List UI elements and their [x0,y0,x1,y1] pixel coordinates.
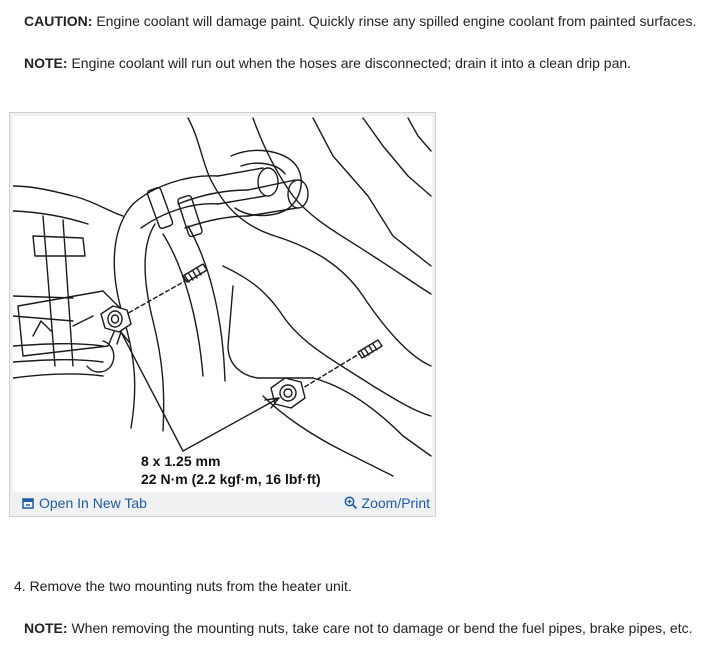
step-4-instruction: 4. Remove the two mounting nuts from the… [14,578,352,594]
open-in-new-tab-label: Open In New Tab [39,495,147,511]
figure-frame: 8 x 1.25 mm 22 N·m (2.2 kgf·m, 16 lbf·ft… [9,112,436,517]
note-text-2: When removing the mounting nuts, take ca… [67,620,693,636]
zoom-print-label: Zoom/Print [361,495,430,511]
zoom-in-icon [344,496,357,510]
note-label-2: NOTE: [24,620,68,636]
heater-hose-diagram [13,117,432,477]
zoom-print-link[interactable]: Zoom/Print [344,495,430,511]
figure-toolbar: Open In New Tab Zoom/Print [10,492,435,516]
note-label: NOTE: [24,55,68,71]
note-paragraph: NOTE: Engine coolant will run out when t… [24,54,631,72]
caution-label: CAUTION: [24,13,93,29]
fastener-size-label: 8 x 1.25 mm [141,453,221,469]
open-new-tab-icon [22,497,34,509]
note-paragraph-2: NOTE: When removing the mounting nuts, t… [24,619,693,637]
open-in-new-tab-link[interactable]: Open In New Tab [22,495,147,511]
caution-text: Engine coolant will damage paint. Quickl… [92,13,697,29]
figure-image[interactable]: 8 x 1.25 mm 22 N·m (2.2 kgf·m, 16 lbf·ft… [13,116,432,492]
note-text: Engine coolant will run out when the hos… [67,55,632,71]
caution-paragraph: CAUTION: Engine coolant will damage pain… [24,12,696,30]
torque-spec-label: 22 N·m (2.2 kgf·m, 16 lbf·ft) [141,471,321,487]
